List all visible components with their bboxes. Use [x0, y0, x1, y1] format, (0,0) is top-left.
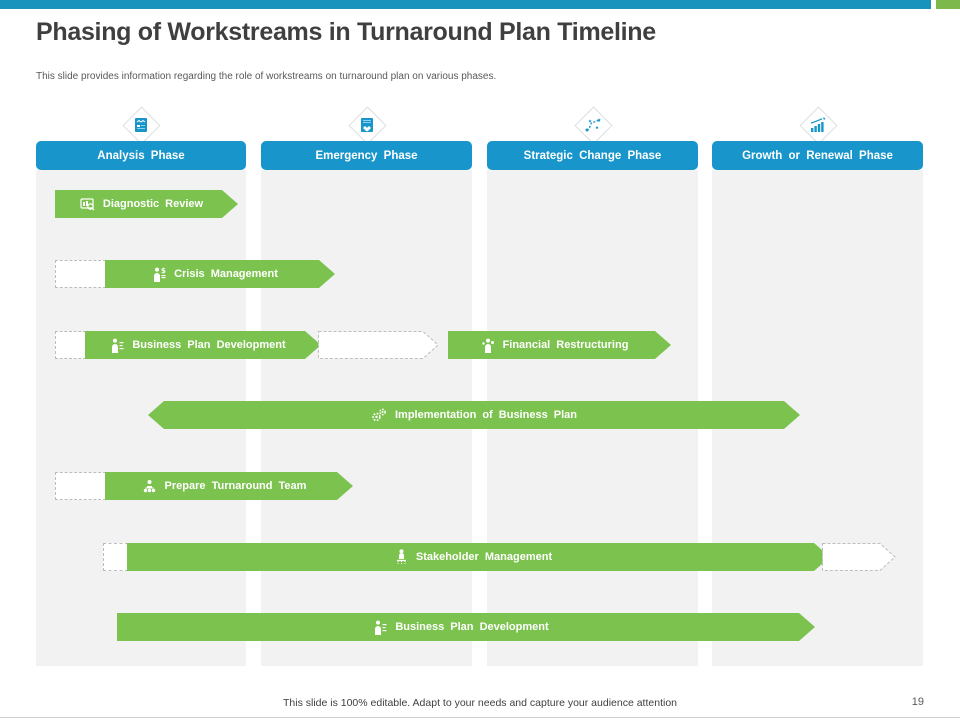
- svg-text:$: $: [161, 267, 166, 275]
- workstream-bar-implementation-business-plan[interactable]: Implementation of Business Plan: [148, 401, 800, 429]
- person-money-icon: [481, 338, 495, 353]
- phase-label: Emergency Phase: [315, 149, 418, 162]
- gears-icon: [371, 408, 387, 423]
- phase-label: Analysis Phase: [97, 149, 185, 162]
- person-chart-icon: [110, 338, 124, 353]
- workstream-label: Financial Restructuring: [502, 339, 629, 351]
- page-subtitle: This slide provides information regardin…: [36, 71, 497, 82]
- top-accent-square: [936, 0, 960, 9]
- workstream-bar-prepare-turnaround-team[interactable]: Prepare Turnaround Team: [105, 472, 353, 500]
- workstream-label: Crisis Management: [174, 268, 278, 280]
- workstream-bar-financial-restructuring[interactable]: Financial Restructuring: [448, 331, 671, 359]
- timeline-offset-box: [55, 472, 106, 500]
- workstream-bar-stakeholder-management[interactable]: Stakeholder Management: [127, 543, 830, 571]
- strategy-path-icon: [584, 116, 602, 134]
- timeline-gap-arrow: [318, 331, 439, 359]
- top-accent-bar: [0, 0, 931, 9]
- workstream-label: Business Plan Development: [395, 621, 549, 633]
- phase-label: Growth or Renewal Phase: [742, 149, 893, 162]
- page-number: 19: [911, 696, 924, 708]
- timeline-offset-box: [55, 331, 86, 359]
- magnifier-board-icon: [80, 197, 95, 212]
- phase-label: Strategic Change Phase: [523, 149, 662, 162]
- workstream-label: Diagnostic Review: [102, 198, 204, 210]
- phase-header-emergency[interactable]: Emergency Phase: [261, 141, 472, 170]
- timeline-extension-arrow: [822, 543, 896, 571]
- timeline-offset-box: [103, 543, 128, 571]
- team-structure-icon: [142, 479, 157, 494]
- phase-header-analysis[interactable]: Analysis Phase: [36, 141, 246, 170]
- person-podium-icon: [395, 549, 408, 565]
- workstream-label: Implementation of Business Plan: [395, 409, 577, 421]
- workstream-bar-crisis-management[interactable]: $ Crisis Management: [105, 260, 335, 288]
- person-dollar-icon: $: [152, 267, 166, 282]
- phase-header-strategic-change[interactable]: Strategic Change Phase: [487, 141, 698, 170]
- analysis-report-icon: [132, 116, 150, 134]
- bottom-divider: [0, 717, 960, 718]
- footer-note: This slide is 100% editable. Adapt to yo…: [282, 697, 677, 709]
- workstream-bar-diagnostic-review[interactable]: Diagnostic Review: [55, 190, 238, 218]
- page-title: Phasing of Workstreams in Turnaround Pla…: [36, 18, 656, 46]
- workstream-label: Business Plan Development: [132, 339, 286, 351]
- workstream-label: Prepare Turnaround Team: [164, 480, 307, 492]
- workstream-label: Stakeholder Management: [415, 551, 553, 563]
- person-chart-icon: [373, 620, 387, 635]
- growth-chart-icon: [809, 116, 827, 134]
- workstream-bar-business-plan-development-full[interactable]: Business Plan Development: [117, 613, 815, 641]
- emergency-document-icon: [358, 116, 376, 134]
- phase-header-growth-renewal[interactable]: Growth or Renewal Phase: [712, 141, 923, 170]
- timeline-offset-box: [55, 260, 106, 288]
- workstream-bar-business-plan-development[interactable]: Business Plan Development: [85, 331, 321, 359]
